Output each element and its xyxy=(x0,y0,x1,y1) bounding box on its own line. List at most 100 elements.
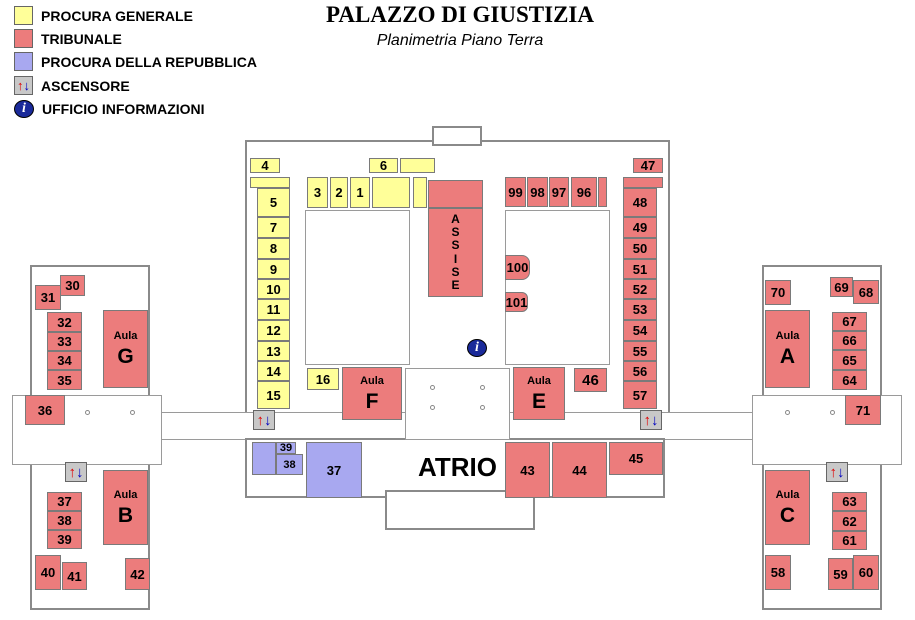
room-46[interactable]: 46 xyxy=(574,368,607,392)
yellow-swatch xyxy=(14,6,33,25)
room-47[interactable]: 47 xyxy=(633,158,663,173)
room-14[interactable]: 14 xyxy=(257,361,290,381)
room-55[interactable]: 55 xyxy=(623,341,657,361)
room-68[interactable]: 68 xyxy=(853,280,879,304)
room-31[interactable]: 31 xyxy=(35,285,61,310)
room-unnumbered[interactable] xyxy=(598,177,607,207)
room-63[interactable]: 63 xyxy=(832,492,867,511)
room-45[interactable]: 45 xyxy=(609,442,663,475)
column xyxy=(430,385,435,390)
room-65[interactable]: 65 xyxy=(832,350,867,370)
room-unnumbered[interactable] xyxy=(252,442,276,475)
room-11[interactable]: 11 xyxy=(257,299,290,320)
room-50[interactable]: 50 xyxy=(623,238,657,259)
elevator-icon[interactable]: ↑↓ xyxy=(826,462,848,482)
legend-procura-generale: PROCURA GENERALE xyxy=(14,6,193,25)
room-35[interactable]: 35 xyxy=(47,370,82,390)
room-96[interactable]: 96 xyxy=(571,177,597,207)
room-60[interactable]: 60 xyxy=(853,555,879,590)
elevator-icon[interactable]: ↑↓ xyxy=(640,410,662,430)
room-unnumbered[interactable] xyxy=(413,177,427,208)
page-title: PALAZZO DI GIUSTIZIA xyxy=(326,2,594,27)
room-48[interactable]: 48 xyxy=(623,188,657,217)
room-58[interactable]: 58 xyxy=(765,555,791,590)
room-51[interactable]: 51 xyxy=(623,259,657,279)
room-57[interactable]: 57 xyxy=(623,381,657,409)
room-unnumbered[interactable] xyxy=(623,177,663,188)
room-36[interactable]: 36 xyxy=(25,395,65,425)
room-52[interactable]: 52 xyxy=(623,279,657,299)
room-13[interactable]: 13 xyxy=(257,341,290,361)
room-97[interactable]: 97 xyxy=(549,177,569,207)
column xyxy=(85,410,90,415)
room-2[interactable]: 2 xyxy=(330,177,348,208)
room-69[interactable]: 69 xyxy=(830,277,853,297)
room-39-west[interactable]: 39 xyxy=(47,530,82,549)
room-56[interactable]: 56 xyxy=(623,361,657,381)
room-8[interactable]: 8 xyxy=(257,238,290,259)
room-64[interactable]: 64 xyxy=(832,370,867,390)
room-43[interactable]: 43 xyxy=(505,442,550,498)
room-7[interactable]: 7 xyxy=(257,217,290,238)
room-70[interactable]: 70 xyxy=(765,280,791,305)
legend-label: TRIBUNALE xyxy=(41,30,122,47)
room-33[interactable]: 33 xyxy=(47,332,82,351)
room-15[interactable]: 15 xyxy=(257,381,290,409)
room-9[interactable]: 9 xyxy=(257,259,290,279)
room-unnumbered[interactable] xyxy=(250,177,290,188)
room-41[interactable]: 41 xyxy=(62,562,87,590)
room-16[interactable]: 16 xyxy=(307,368,339,390)
elevator-icon[interactable]: ↑↓ xyxy=(65,462,87,482)
room-32[interactable]: 32 xyxy=(47,312,82,332)
room-10[interactable]: 10 xyxy=(257,279,290,299)
blue-swatch xyxy=(14,52,33,71)
column xyxy=(130,410,135,415)
room-71[interactable]: 71 xyxy=(845,395,881,425)
room-98[interactable]: 98 xyxy=(527,177,548,207)
room-37[interactable]: 37 xyxy=(306,442,362,498)
room-99[interactable]: 99 xyxy=(505,177,526,207)
info-icon: i xyxy=(14,100,34,118)
room-37-west[interactable]: 37 xyxy=(47,492,82,511)
room-12[interactable]: 12 xyxy=(257,320,290,341)
room-42[interactable]: 42 xyxy=(125,558,150,590)
room-101[interactable]: 101 xyxy=(505,292,528,312)
room-100[interactable]: 100 xyxy=(505,255,530,280)
room-6[interactable]: 6 xyxy=(369,158,398,173)
room-40[interactable]: 40 xyxy=(35,555,61,590)
room-unnumbered[interactable] xyxy=(400,158,435,173)
assise-vestibule[interactable] xyxy=(428,180,483,208)
room-53[interactable]: 53 xyxy=(623,299,657,320)
room-3[interactable]: 3 xyxy=(307,177,328,208)
room-unnumbered[interactable] xyxy=(372,177,410,208)
south-steps xyxy=(385,490,535,530)
legend-label: ASCENSORE xyxy=(41,77,130,94)
room-66[interactable]: 66 xyxy=(832,331,867,350)
column xyxy=(830,410,835,415)
room-38[interactable]: 38 xyxy=(276,454,303,475)
room-44[interactable]: 44 xyxy=(552,442,607,498)
room-62[interactable]: 62 xyxy=(832,511,867,531)
room-38-west[interactable]: 38 xyxy=(47,511,82,530)
room-30[interactable]: 30 xyxy=(60,275,85,296)
room-61[interactable]: 61 xyxy=(832,531,867,550)
info-icon[interactable]: i xyxy=(467,339,487,357)
room-39[interactable]: 39 xyxy=(276,442,296,454)
room-59[interactable]: 59 xyxy=(828,558,853,590)
elevator-icon[interactable]: ↑↓ xyxy=(253,410,275,430)
room-1[interactable]: 1 xyxy=(350,177,370,208)
room-67[interactable]: 67 xyxy=(832,312,867,331)
room-49[interactable]: 49 xyxy=(623,217,657,238)
room-54[interactable]: 54 xyxy=(623,320,657,341)
room-5[interactable]: 5 xyxy=(257,188,290,217)
room-34[interactable]: 34 xyxy=(47,351,82,370)
room-4[interactable]: 4 xyxy=(250,158,280,173)
